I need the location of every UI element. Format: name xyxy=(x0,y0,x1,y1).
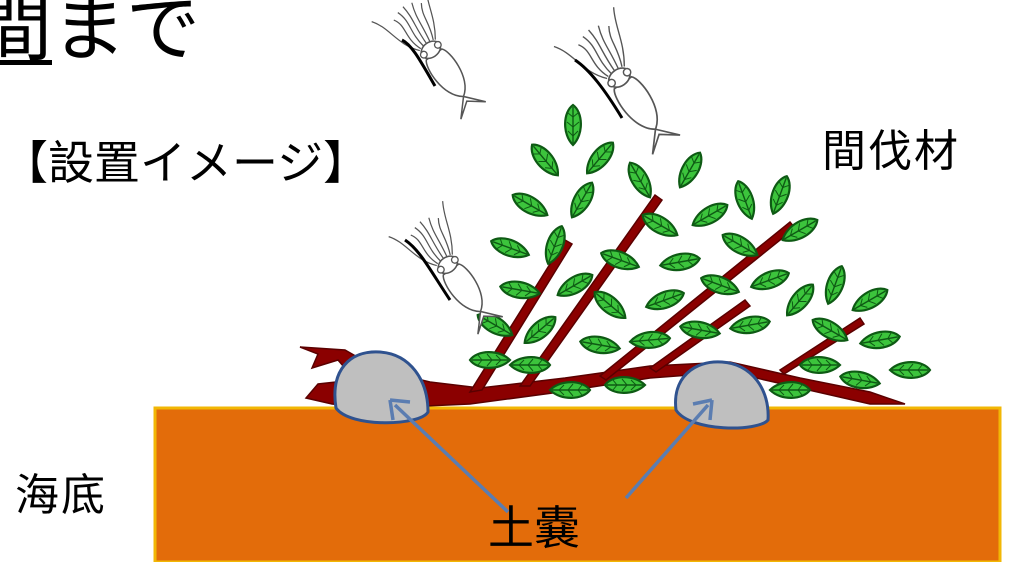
leaf-icon xyxy=(605,377,645,393)
label-thinned-wood: 間伐材 xyxy=(822,130,960,174)
leaf-icon xyxy=(623,159,657,202)
leaf-icon xyxy=(550,382,590,398)
caption: 【設置イメージ】 xyxy=(2,140,369,186)
leaf-icon xyxy=(509,188,552,222)
squid-icon xyxy=(372,0,500,129)
leaf-icon xyxy=(644,286,687,314)
leaf-icon xyxy=(859,329,901,351)
label-seabed: 海底 xyxy=(15,474,107,518)
leaf-icon xyxy=(673,149,707,192)
leaf-icon xyxy=(510,357,550,373)
title-partial: 間まで xyxy=(0,0,200,66)
leaf-icon xyxy=(565,105,581,145)
squid-group-1 xyxy=(372,0,500,129)
leaf-icon xyxy=(590,286,631,324)
leaf-icon xyxy=(849,283,892,317)
leaf-icon xyxy=(470,352,510,368)
leaf-icon xyxy=(766,174,794,217)
leaf-icon xyxy=(581,138,619,179)
title-underlined-char: 間 xyxy=(0,0,52,72)
leaf-icon xyxy=(890,362,930,378)
leaf-icon xyxy=(800,357,840,373)
leaf-icon xyxy=(821,264,849,307)
leaf-icon xyxy=(526,140,564,181)
leaf-icon xyxy=(731,179,759,222)
leaf-icon xyxy=(659,251,701,273)
leaf-icon xyxy=(689,198,732,232)
leaf-icon xyxy=(770,382,810,398)
leaf-icon xyxy=(579,334,621,356)
sandbag-left xyxy=(335,352,428,423)
leaf-icon xyxy=(489,234,532,262)
label-sandbag: 土嚢 xyxy=(488,505,580,551)
leaf-icon xyxy=(781,280,819,321)
leaf-icon xyxy=(565,179,599,222)
leaf-icon xyxy=(749,266,792,294)
title-rest: まで xyxy=(52,0,200,72)
